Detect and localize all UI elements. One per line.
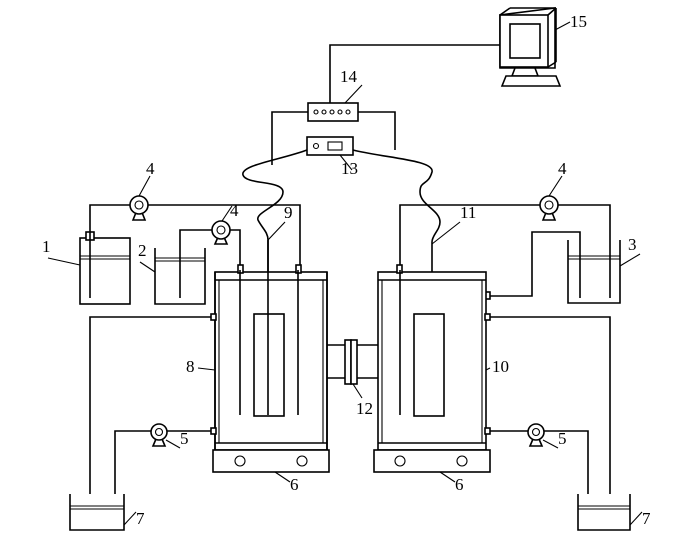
label-8: 8: [186, 357, 195, 376]
tube-pump4a-in: [89, 204, 130, 234]
pump-4c: [539, 195, 559, 221]
label-12: 12: [356, 399, 373, 418]
label-4a: 4: [146, 159, 155, 178]
label-9: 9: [284, 203, 293, 222]
leader-6b: [439, 471, 456, 483]
tube-pump4b-in: [179, 229, 212, 298]
leader-3: [619, 253, 641, 267]
tube-pump4c-in: [399, 204, 540, 270]
label-10: 10: [492, 357, 509, 376]
wire-logger-right: [358, 111, 396, 150]
leader-8: [197, 367, 216, 371]
waste-beaker-left: [69, 494, 125, 531]
data-logger: [307, 102, 359, 122]
leader-5b: [542, 439, 559, 449]
resistor-box: [306, 136, 354, 156]
base-left: [212, 449, 330, 473]
leader-4c: [548, 175, 563, 197]
tube-beaker3-chamber: [488, 231, 581, 298]
leader-4b: [221, 205, 233, 222]
leader-15: [554, 21, 571, 31]
leader-5a: [165, 439, 181, 449]
waste-beaker-right: [577, 494, 631, 531]
base-right: [373, 449, 491, 473]
label-1: 1: [42, 237, 51, 256]
label-15: 15: [570, 12, 587, 31]
leader-9: [267, 221, 286, 241]
label-7a: 7: [136, 509, 145, 528]
tube-right-return: [490, 430, 589, 520]
leader-1: [47, 257, 81, 266]
label-5a: 5: [180, 429, 189, 448]
label-4c: 4: [558, 159, 567, 178]
leader-10: [485, 367, 491, 371]
tube-left-return: [114, 430, 211, 520]
beaker-3: [567, 240, 621, 304]
leader-11: [431, 221, 461, 245]
leader-7a: [123, 511, 137, 526]
label-4b: 4: [230, 201, 239, 220]
wire-logger-left: [271, 111, 308, 165]
tube-pump4a-out: [148, 204, 301, 270]
pump-4a: [129, 195, 149, 221]
label-3: 3: [628, 235, 637, 254]
leader-12: [352, 383, 363, 399]
membrane-connector: [327, 339, 378, 385]
cathode-chamber: [377, 264, 491, 451]
pump-5a: [150, 423, 168, 447]
wire-anode-left: [242, 149, 308, 418]
wire-computer-datalogger: [329, 44, 500, 103]
label-6b: 6: [455, 475, 464, 494]
label-14: 14: [340, 67, 358, 86]
leader-14: [344, 84, 363, 104]
tube-pump4b-out: [230, 229, 241, 270]
leader-6a: [274, 471, 291, 483]
label-13: 13: [341, 159, 358, 178]
label-11: 11: [460, 203, 476, 222]
label-7b: 7: [642, 509, 651, 528]
computer-monitor: [499, 7, 562, 87]
leader-4a: [138, 175, 151, 197]
wire-cathode-right: [352, 149, 441, 418]
label-2: 2: [138, 241, 147, 260]
pump-4b: [211, 220, 231, 245]
leader-2: [139, 261, 156, 273]
label-5b: 5: [558, 429, 567, 448]
pump-5b: [527, 423, 545, 447]
label-6a: 6: [290, 475, 299, 494]
leader-7b: [629, 511, 643, 526]
tube-pump4c-out: [558, 204, 611, 298]
anode-chamber: [210, 264, 328, 451]
tube-right-outlet: [490, 316, 611, 520]
tube-left-outlet: [89, 316, 211, 520]
leader-13: [339, 154, 353, 171]
feed-tank-1: [79, 231, 131, 305]
